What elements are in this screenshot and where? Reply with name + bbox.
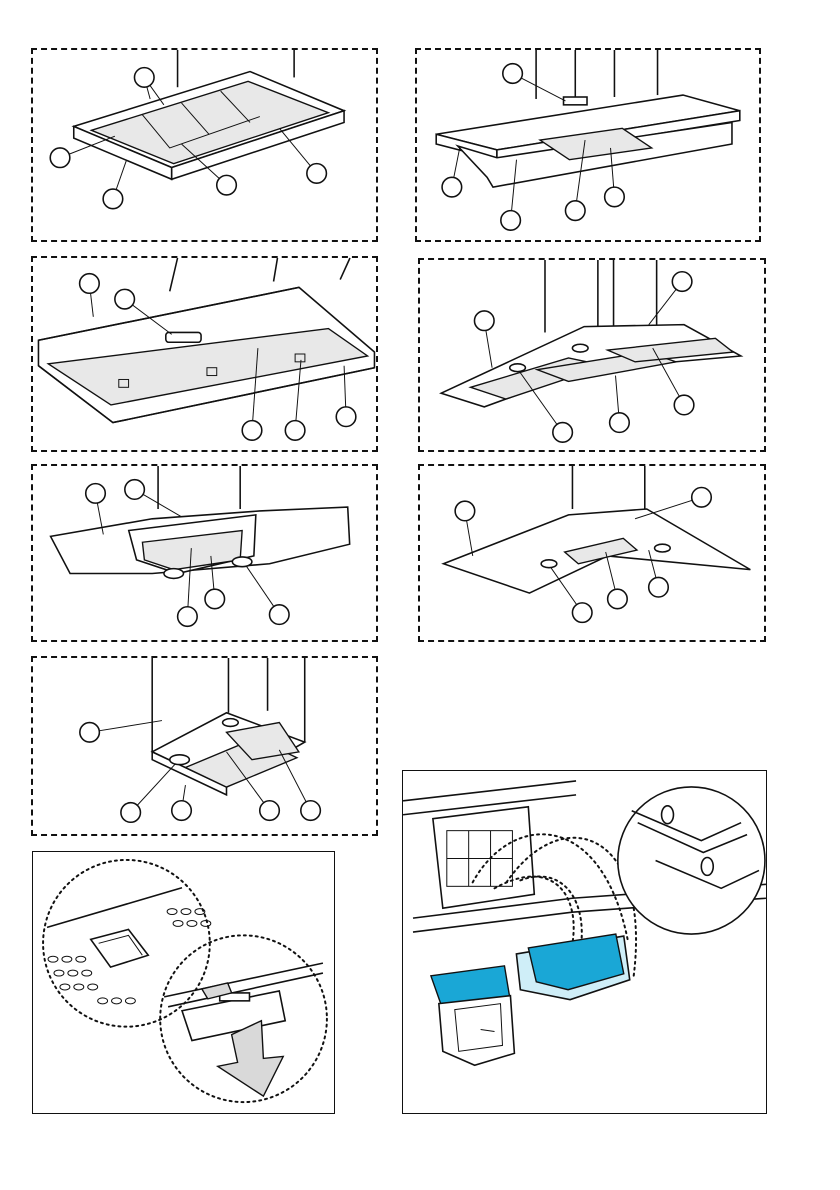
hood-panel-4 [418,258,766,452]
hood-panel-1 [31,48,378,242]
hood-panel-6 [418,464,766,642]
hood-drawing-4 [420,260,764,450]
hood-panel-5 [31,464,378,642]
hood-drawing-5 [33,466,376,640]
filter-release-drawing [33,852,334,1113]
filter-assembly-detail-panel [402,770,767,1114]
hood-panel-3 [31,256,378,452]
filter-assembly-drawing [403,771,766,1113]
hood-drawing-7 [33,658,376,834]
hood-panel-7 [31,656,378,836]
hood-panel-2 [415,48,761,242]
filter-release-detail-panel [32,851,335,1114]
hood-drawing-6 [420,466,764,640]
hood-drawing-1 [33,50,376,240]
hood-drawing-3 [33,258,376,450]
hood-drawing-2 [417,50,759,240]
